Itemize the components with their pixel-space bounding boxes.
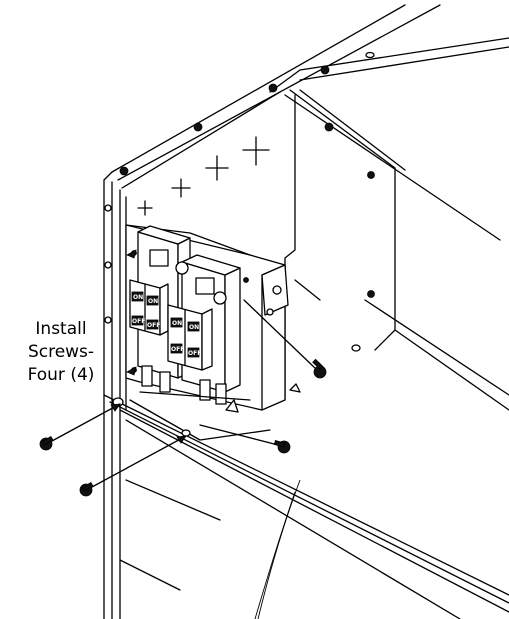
breaker-left-off-label-b: OFF xyxy=(147,322,160,329)
callout-line-3: Four (4) xyxy=(27,365,95,385)
bracket-arrows xyxy=(126,249,137,376)
breaker-right-off-label-a: OFF xyxy=(171,346,184,353)
breaker-right-on-label-a: ON xyxy=(172,320,182,327)
breaker-left-off-label-a: OFF xyxy=(132,318,145,325)
breaker-right-on-label-b: ON xyxy=(189,324,199,331)
install-screws-callout: Install Screws- Four (4) xyxy=(6,318,116,387)
install-screw-2 xyxy=(79,435,187,497)
lower-frame-rails xyxy=(103,344,509,619)
flange-screws xyxy=(104,51,375,324)
circuit-breaker-right: ON ON OFF OFF xyxy=(167,254,241,405)
install-screw-3 xyxy=(199,424,291,454)
callout-line-1: Install xyxy=(35,319,87,339)
breaker-left-on-label-a: ON xyxy=(133,294,143,301)
knockout-marks xyxy=(137,136,270,216)
breaker-left-on-label-b: ON xyxy=(148,298,158,305)
callout-line-2: Screws- xyxy=(27,342,95,362)
install-screw-4 xyxy=(243,299,327,379)
install-screw-1 xyxy=(39,403,121,451)
breaker-right-off-label-b: OFF xyxy=(188,350,201,357)
